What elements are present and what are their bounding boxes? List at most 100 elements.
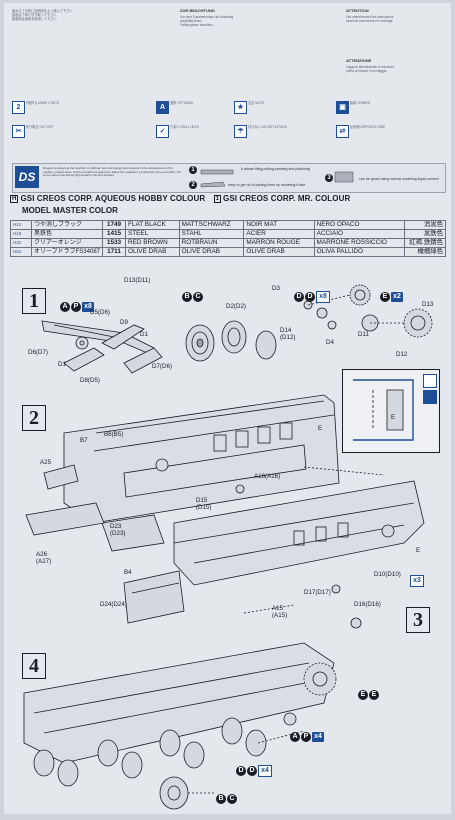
- cement-icon: [423, 390, 437, 404]
- symbol-item: ⇄ 反対側 OPPOSITE SIDE: [336, 125, 440, 138]
- mr-colour-badge: 1: [213, 195, 222, 203]
- notes-col-jp: 組み立ての前に説明書をよく読んで下さい 部品は丁寧に切り取って下さい 接着剤は適…: [12, 9, 112, 21]
- part-label: B6(B5): [104, 431, 124, 438]
- mm-number: 1711: [102, 247, 126, 257]
- symbol-text: 2個作る MAKE 2 SETS: [26, 101, 60, 105]
- symbol-text: 反対側 OPPOSITE SIDE: [350, 125, 386, 129]
- note-line: prima di iniziare il montaggio.: [346, 69, 388, 73]
- part-label: A16(A16): [254, 473, 281, 480]
- symbol-item: ★ 注意 NOTE: [234, 101, 338, 114]
- part-label: D2(D2): [226, 303, 246, 310]
- part-label: A26 (A27): [36, 551, 52, 565]
- dragon-ds-banner: DS Dragon is always at the forefront in …: [12, 163, 446, 193]
- step1-idler-parts: [303, 284, 433, 338]
- part-label: D8(D5): [80, 377, 100, 384]
- tip-number-2: 2: [189, 181, 197, 189]
- detail-inset: E: [342, 369, 440, 453]
- paint-ref-d: D: [247, 766, 257, 776]
- umbrella-icon: ☂: [234, 125, 247, 138]
- symbol-item: 2 2個作る MAKE 2 SETS: [12, 101, 116, 114]
- tip-number-3: 3: [325, 174, 333, 182]
- symbol-legend: 2 2個作る MAKE 2 SETS ✂ 切り取る CUT OFF A 選択 O…: [12, 101, 444, 159]
- note-line: Vor dem Zusammenbau die Anleitung: [180, 15, 234, 19]
- part-label: D12: [396, 351, 408, 358]
- make-two-icon: 2: [12, 101, 25, 114]
- paint-heading-line2: MODEL MASTER COLOR: [22, 206, 118, 215]
- tip-number-1: 1: [189, 166, 197, 174]
- step3-quantity-badge: x3: [410, 569, 424, 587]
- part-label: E: [416, 547, 421, 554]
- ds-logo: DS: [15, 166, 39, 188]
- part-label: D1: [58, 361, 66, 368]
- quantity-badge: x3: [410, 575, 424, 587]
- paint-ref-a: A: [60, 302, 70, 312]
- inset-label: E: [391, 414, 396, 421]
- symbol-text: 注意 NOTE: [248, 101, 265, 105]
- paint-ref-d: D: [294, 292, 304, 302]
- part-label: D4: [326, 339, 334, 346]
- paint-ref-c: C: [193, 292, 203, 302]
- quantity-badge: x4: [312, 732, 324, 742]
- table-row: H52 オリーブドラブFS34087 1711 OLIVE DRAB OLIVE…: [10, 247, 446, 257]
- notes-heading-de: ZUR BEACHTUNG: [180, 8, 215, 13]
- symbol-text: 選択 OPTIONAL: [170, 101, 194, 105]
- star-icon: ★: [234, 101, 247, 114]
- ds-tools-drawing: [200, 169, 354, 188]
- table-row: H31 クリアーオレンジ 1533 RED BROWN ROTBRAUN MAR…: [10, 238, 446, 248]
- ds-description: Dragon is always at the forefront in uti…: [43, 166, 181, 178]
- quantity-badge: x4: [258, 765, 272, 777]
- cut-icon: ✂: [12, 125, 25, 138]
- aqueous-title: GSI CREOS CORP. AQUEOUS HOBBY COLOUR: [20, 194, 206, 203]
- paint-brush-icon: [423, 374, 437, 388]
- part-label: D5(D6): [90, 309, 110, 316]
- quantity-badge: x8: [316, 291, 330, 303]
- part-label: B4: [124, 569, 132, 576]
- part-label: B7: [80, 437, 88, 444]
- part-label: D11: [358, 331, 369, 338]
- part-label: D23 (D23): [110, 523, 126, 537]
- note-line: Lire attentivement les instructions: [346, 15, 394, 19]
- it-name: OLIVA PALLIDO: [313, 247, 406, 257]
- step-2-number: 2: [22, 405, 46, 431]
- part-label: A25: [40, 459, 52, 466]
- symbol-item: ✓ 穴あけ DRILL HOLE: [156, 125, 260, 138]
- notes-block: 組み立ての前に説明書をよく読んで下さい 部品は丁寧に切り取って下さい 接着剤は適…: [12, 9, 442, 101]
- part-label: E: [318, 425, 323, 432]
- paint-ref-c: C: [227, 794, 237, 804]
- part-label: D14 (D12): [280, 327, 296, 341]
- paint-ref-b: B: [216, 794, 226, 804]
- aqueous-badge: H: [10, 195, 19, 203]
- part-label: D17(D17): [304, 589, 331, 596]
- part-label: D7(D6): [152, 363, 172, 370]
- part-label: D13: [422, 301, 434, 308]
- note-line: 部品は丁寧に切り取って下さい: [12, 13, 57, 17]
- paint-ref-p: P: [71, 302, 81, 312]
- symbol-item: ✂ 切り取る CUT OFF: [12, 125, 116, 138]
- step1-road-wheel: [185, 320, 277, 362]
- step4-hull-assembly: [23, 642, 337, 764]
- symbol-text: 穴あけ DRILL HOLE: [170, 125, 199, 129]
- drill-icon: ✓: [156, 125, 169, 138]
- step3-lower-hull: [123, 480, 425, 629]
- note-line: 接着剤は適量を使用して下さい: [12, 17, 57, 21]
- part-label: D10(D10): [374, 571, 401, 578]
- instruction-page: 組み立ての前に説明書をよく読んで下さい 部品は丁寧に切り取って下さい 接着剤は適…: [4, 3, 451, 814]
- part-label: D3: [272, 285, 280, 292]
- paint-ref-e: E: [380, 292, 390, 302]
- paint-ref-e: E: [369, 690, 379, 700]
- part-label: D15 (D15): [196, 497, 212, 511]
- tip-text-2: easy to get rid of parting lines by mode…: [228, 183, 306, 187]
- part-label: D6(D7): [28, 349, 48, 356]
- paint-table: H12 つや消しブラック 1749 FLAT BLACK MATTSCHWARZ…: [10, 220, 446, 257]
- mr-colour-title: GSI CREOS CORP. MR. COLOUR: [223, 194, 351, 203]
- notes-col-fr: ATTENTION Lire attentivement les instruc…: [346, 9, 446, 24]
